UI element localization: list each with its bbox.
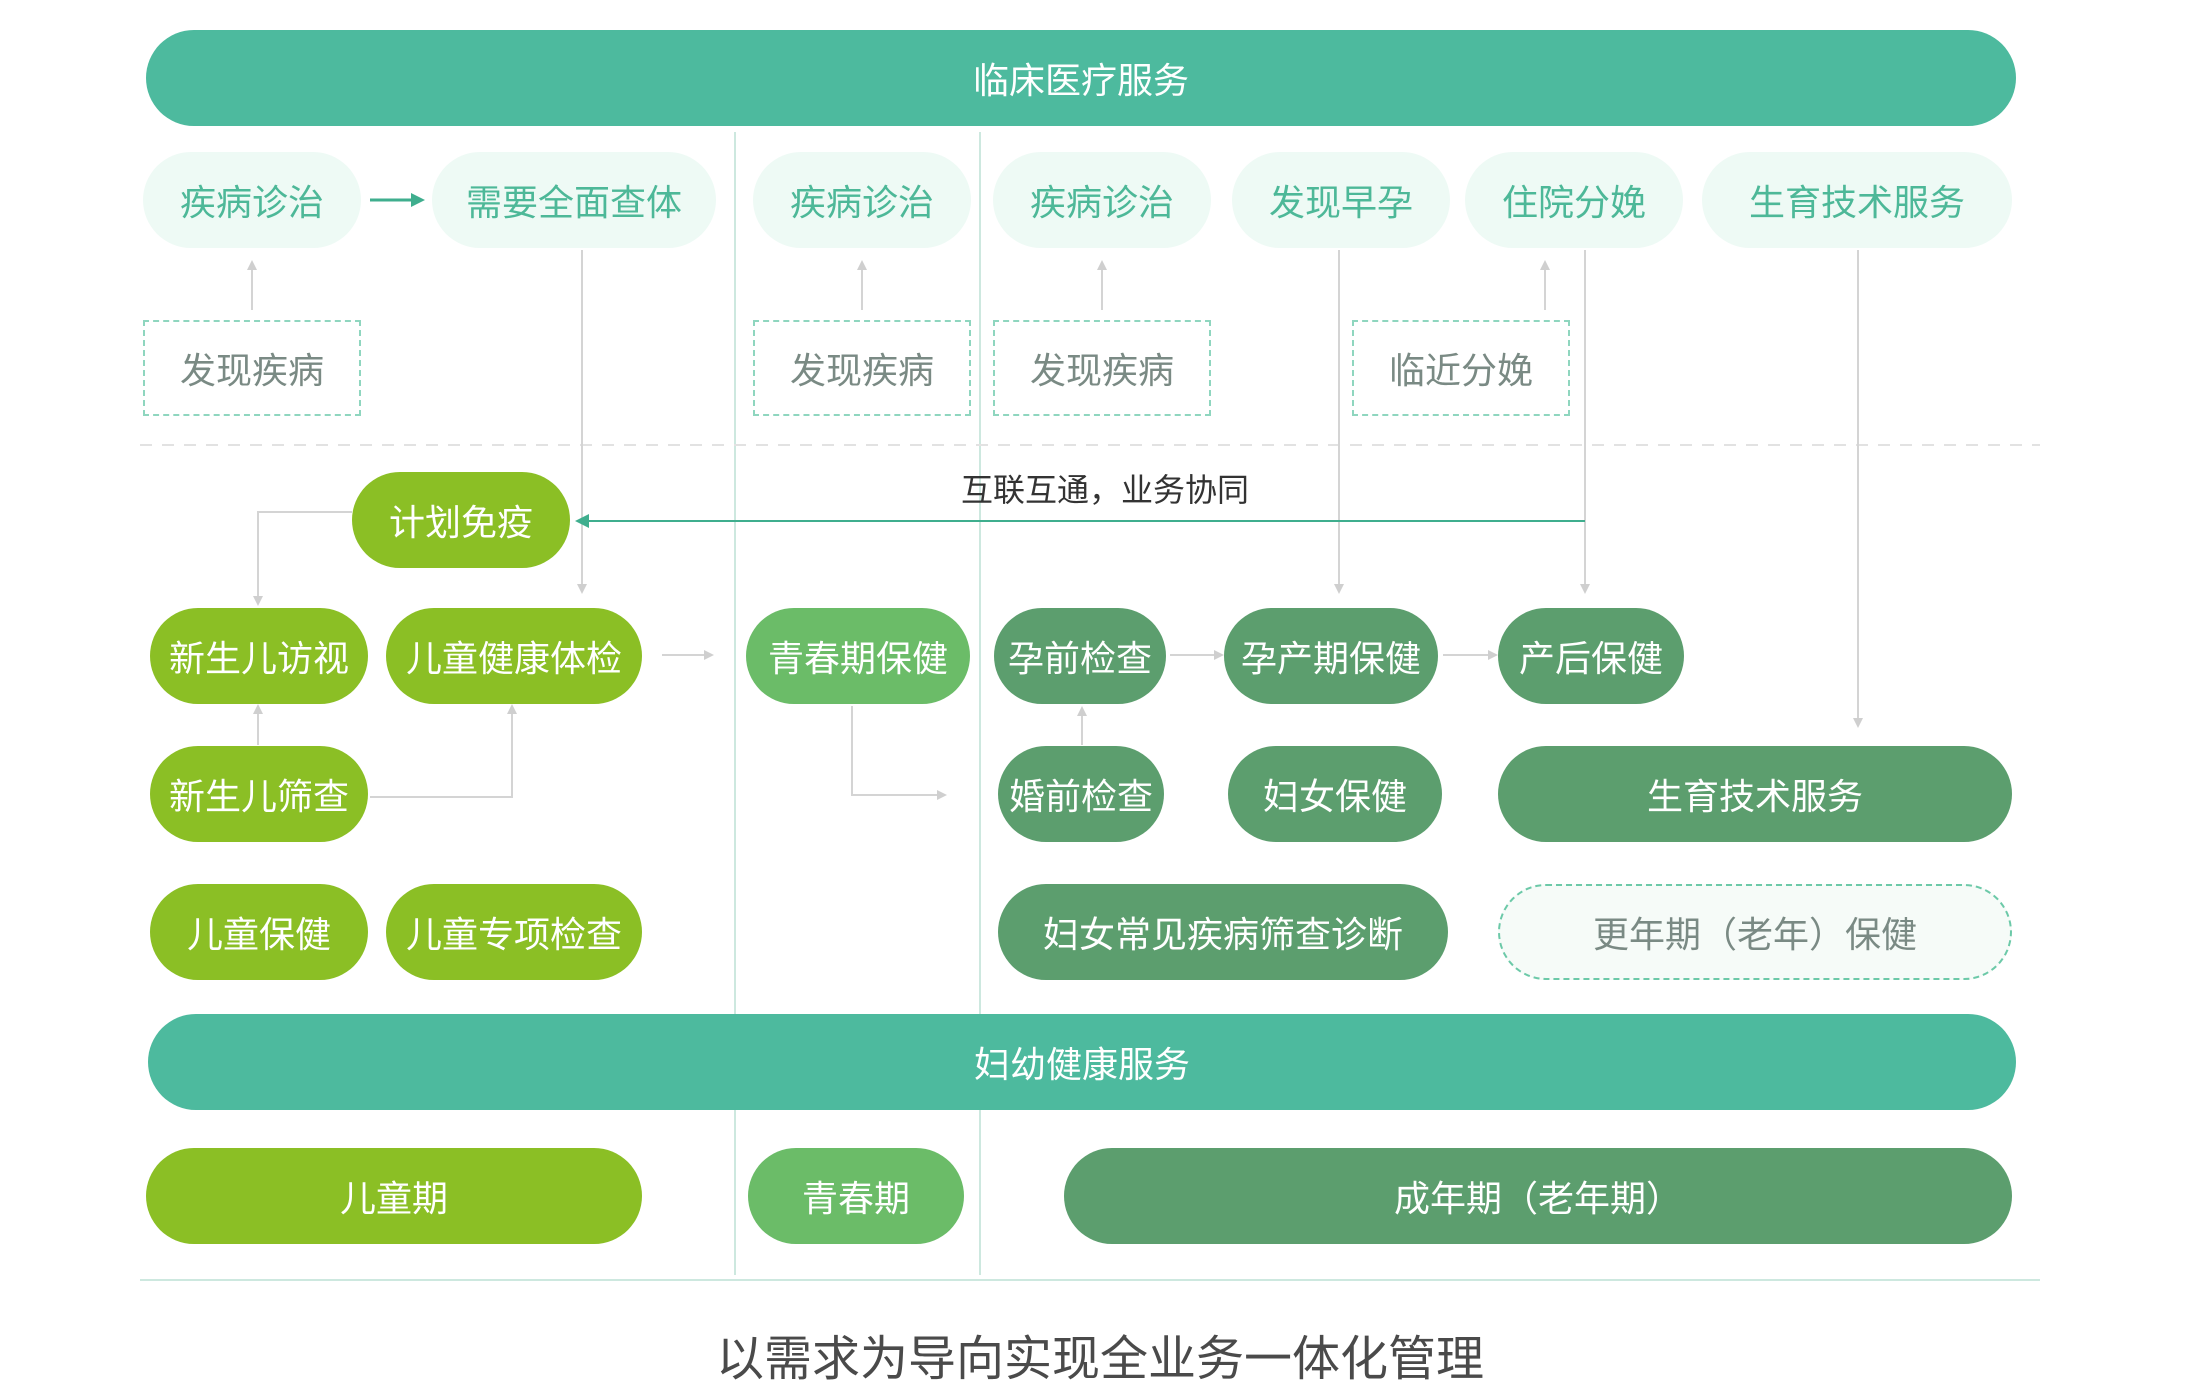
newborn-screening-node[interactable]: 新生儿筛查	[150, 746, 368, 842]
premarital-exam-node[interactable]: 婚前检查	[998, 746, 1164, 842]
child-health-exam-node[interactable]: 儿童健康体检	[386, 608, 642, 704]
arrow-screening-to-exam	[370, 704, 517, 798]
perinatal-care-node[interactable]: 孕产期保健	[1224, 608, 1438, 704]
disease-diagnosis-node-1[interactable]: 疾病诊治	[143, 152, 361, 248]
clinical-service-banner: 临床医疗服务	[146, 30, 2016, 126]
child-care-node[interactable]: 儿童保健	[150, 884, 368, 980]
find-disease-node-1[interactable]: 发现疾病	[143, 320, 361, 416]
child-special-exam-node[interactable]: 儿童专项检查	[386, 884, 642, 980]
mch-service-banner: 妇幼健康服务	[148, 1014, 2016, 1110]
menopause-care-node[interactable]: 更年期（老年）保健	[1498, 884, 2012, 980]
find-disease-node-2[interactable]: 发现疾病	[753, 320, 971, 416]
need-full-exam-node[interactable]: 需要全面查体	[432, 152, 716, 248]
arrow-puberty-to-premarital	[851, 706, 947, 800]
diagram-caption: 以需求为导向实现全业务一体化管理	[715, 1331, 1484, 1387]
youth-stage: 青春期	[748, 1148, 964, 1244]
hospital-delivery-node[interactable]: 住院分娩	[1465, 152, 1683, 248]
pre-pregnancy-exam-node[interactable]: 孕前检查	[994, 608, 1166, 704]
postpartum-care-node[interactable]: 产后保健	[1498, 608, 1684, 704]
women-disease-screening-node[interactable]: 妇女常见疾病筛查诊断	[998, 884, 1448, 980]
near-delivery-node[interactable]: 临近分娩	[1352, 320, 1570, 416]
newborn-visit-node[interactable]: 新生儿访视	[150, 608, 368, 704]
puberty-care-node[interactable]: 青春期保健	[746, 608, 970, 704]
disease-diagnosis-node-2[interactable]: 疾病诊治	[753, 152, 971, 248]
adulthood-stage: 成年期（老年期）	[1064, 1148, 2012, 1244]
arrow-immunization-to-visit	[253, 511, 352, 606]
early-pregnancy-node[interactable]: 发现早孕	[1232, 152, 1450, 248]
reproductive-service-top-node[interactable]: 生育技术服务	[1702, 152, 2012, 248]
interconnect-label: 互联互通，业务协同	[960, 471, 1249, 509]
immunization-node[interactable]: 计划免疫	[352, 472, 570, 568]
women-care-node[interactable]: 妇女保健	[1228, 746, 1442, 842]
reproductive-service-node[interactable]: 生育技术服务	[1498, 746, 2012, 842]
childhood-stage: 儿童期	[146, 1148, 642, 1244]
disease-diagnosis-node-3[interactable]: 疾病诊治	[993, 152, 1211, 248]
find-disease-node-3[interactable]: 发现疾病	[993, 320, 1211, 416]
